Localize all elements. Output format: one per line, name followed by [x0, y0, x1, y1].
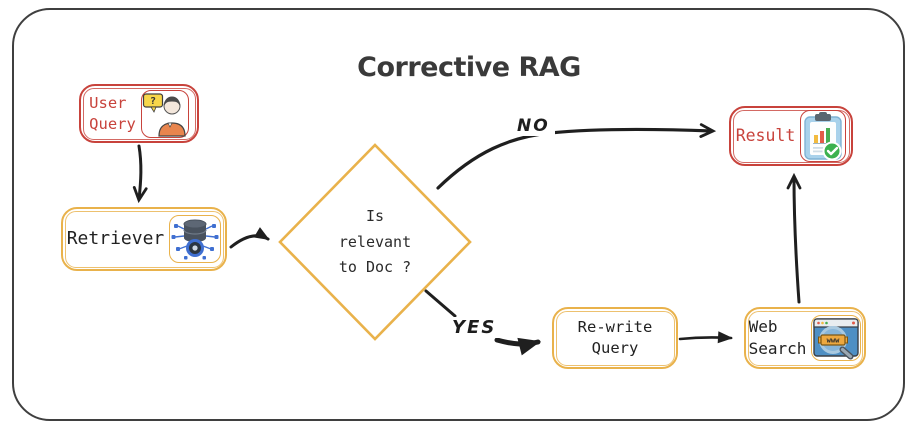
node-rewrite-query: Re-write Query	[552, 307, 678, 369]
arrow-websearch-to-result	[786, 172, 802, 304]
node-retriever: Retriever	[61, 207, 227, 271]
diagram-title: Corrective RAG	[357, 52, 581, 83]
node-rewrite-query-label: Re-write Query	[577, 318, 653, 357]
node-web-search: Web Search www	[744, 307, 866, 369]
svg-text:?: ?	[150, 96, 156, 107]
node-retriever-label: Retriever	[66, 227, 165, 249]
svg-text:www: www	[827, 337, 840, 345]
edge-label-yes: YES	[447, 317, 502, 338]
arrow-userquery-to-retriever	[132, 144, 148, 204]
arrow-rewrite-to-websearch	[678, 331, 733, 344]
node-result-label: Result	[735, 125, 796, 145]
user-question-icon: ?	[140, 89, 189, 138]
node-decision-label: Is relevant to Doc ?	[338, 207, 412, 276]
edge-label-no: NO	[512, 116, 555, 136]
node-result: Result	[729, 106, 853, 166]
database-network-icon	[169, 215, 222, 263]
decision-diamond	[278, 143, 472, 341]
arrow-no-to-result	[436, 123, 717, 190]
line-decision-to-yes	[424, 289, 457, 318]
node-web-search-label: Web Search	[748, 317, 807, 358]
browser-magnifier-icon: www	[811, 315, 862, 361]
diagram-frame	[12, 8, 905, 421]
node-user-query: User Query ?	[79, 84, 199, 143]
report-check-icon	[800, 110, 847, 162]
arrow-yes-to-rewrite	[494, 337, 541, 356]
node-user-query-label: User Query	[89, 93, 136, 133]
arrow-retriever-to-decision	[229, 227, 270, 249]
